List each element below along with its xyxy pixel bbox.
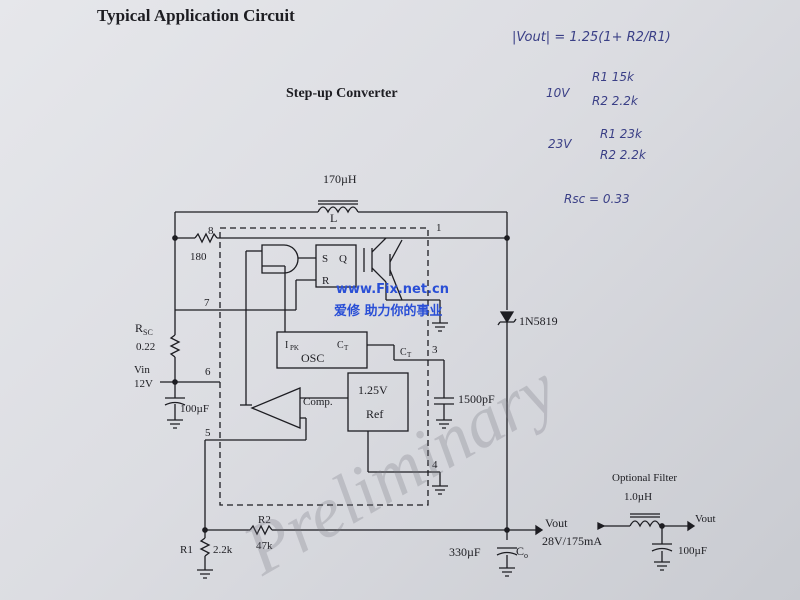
ground-symbols — [167, 322, 515, 579]
page-title: Typical Application Circuit — [97, 6, 295, 25]
r1-value: 2.2k — [213, 544, 233, 556]
comparator — [250, 387, 301, 429]
sr-latch — [315, 244, 357, 288]
rsc-value: 0.22 — [136, 341, 155, 353]
sr-r: R — [322, 275, 330, 287]
ct-outer: C — [400, 347, 407, 358]
note-formula: |Vout| = 1.25(1+ R2/R1) — [512, 30, 671, 45]
filter-cap-value: 100µF — [678, 545, 707, 557]
pin-5: 5 — [205, 427, 211, 439]
ct-inner-sub: T — [344, 344, 349, 352]
resistor-180 — [194, 232, 218, 244]
circuit-title: Step-up Converter — [286, 86, 398, 101]
resistor-r1 — [199, 537, 211, 557]
filter-inductor — [629, 520, 661, 528]
r2-ref: R2 — [258, 514, 271, 526]
cin-value: 100µF — [180, 403, 209, 415]
ipk-sub: PK — [290, 344, 299, 352]
vout-label: Vout — [545, 516, 568, 530]
r1-ref: R1 — [180, 544, 193, 556]
note-23v-r1: R1 23k — [600, 127, 643, 141]
cout-value: 330µF — [449, 545, 481, 559]
filter-inductor-value: 1.0µH — [624, 491, 652, 503]
junction-dots — [172, 235, 665, 533]
rsc-sub: SC — [143, 328, 153, 337]
inductor-l — [317, 206, 359, 214]
ct-inner: C — [337, 340, 344, 351]
inductor-value: 170µH — [323, 172, 357, 186]
osc-block — [276, 331, 368, 369]
vin-label: Vin — [134, 364, 150, 376]
note-10v-r1: R1 15k — [592, 70, 635, 84]
ipk-label: I — [285, 340, 288, 351]
cout-ref: C — [516, 544, 524, 558]
sr-s: S — [322, 253, 328, 265]
resistor-rsc — [169, 334, 181, 358]
watermark-chinese: 爱修 助力你的事业 — [334, 304, 443, 319]
vout-spec: 28V/175mA — [542, 534, 602, 548]
sr-q: Q — [339, 253, 347, 265]
ct-cap-value: 1500pF — [458, 392, 495, 406]
vin-value: 12V — [134, 378, 153, 390]
pin-4: 4 — [432, 459, 438, 471]
ref-block — [347, 372, 409, 432]
ref-label: Ref — [366, 407, 383, 421]
note-rsc: Rsc = 0.33 — [564, 192, 630, 206]
and-gate — [261, 244, 299, 274]
note-10v-r2: R2 2.2k — [592, 94, 638, 108]
pin-8: 8 — [208, 225, 214, 237]
inductor-ref: L — [330, 211, 337, 225]
cout-sub: o — [524, 551, 528, 560]
diode-1n5819 — [499, 311, 515, 324]
pin-7: 7 — [204, 297, 210, 309]
ref-voltage: 1.25V — [358, 383, 388, 397]
note-23v-r2: R2 2.2k — [600, 148, 646, 162]
ic-boundary — [219, 227, 429, 506]
note-10v: 10V — [546, 86, 570, 100]
pin-3: 3 — [432, 344, 438, 356]
note-23v: 23V — [548, 137, 572, 151]
filter-vout: Vout — [695, 513, 716, 525]
rsc-label: R — [135, 321, 143, 335]
ct-outer-sub: T — [407, 351, 412, 359]
diode-label: 1N5819 — [519, 314, 558, 328]
r2-value: 47k — [256, 540, 273, 552]
comp-label: Comp. — [303, 396, 333, 408]
resistor-r2 — [249, 524, 273, 536]
filter-title: Optional Filter — [612, 472, 677, 484]
pin-1: 1 — [436, 222, 442, 234]
pin-6: 6 — [205, 366, 211, 378]
osc-label: OSC — [301, 351, 324, 365]
watermark-site: www.Fix.net.cn — [336, 282, 449, 297]
r180-value: 180 — [190, 251, 207, 263]
